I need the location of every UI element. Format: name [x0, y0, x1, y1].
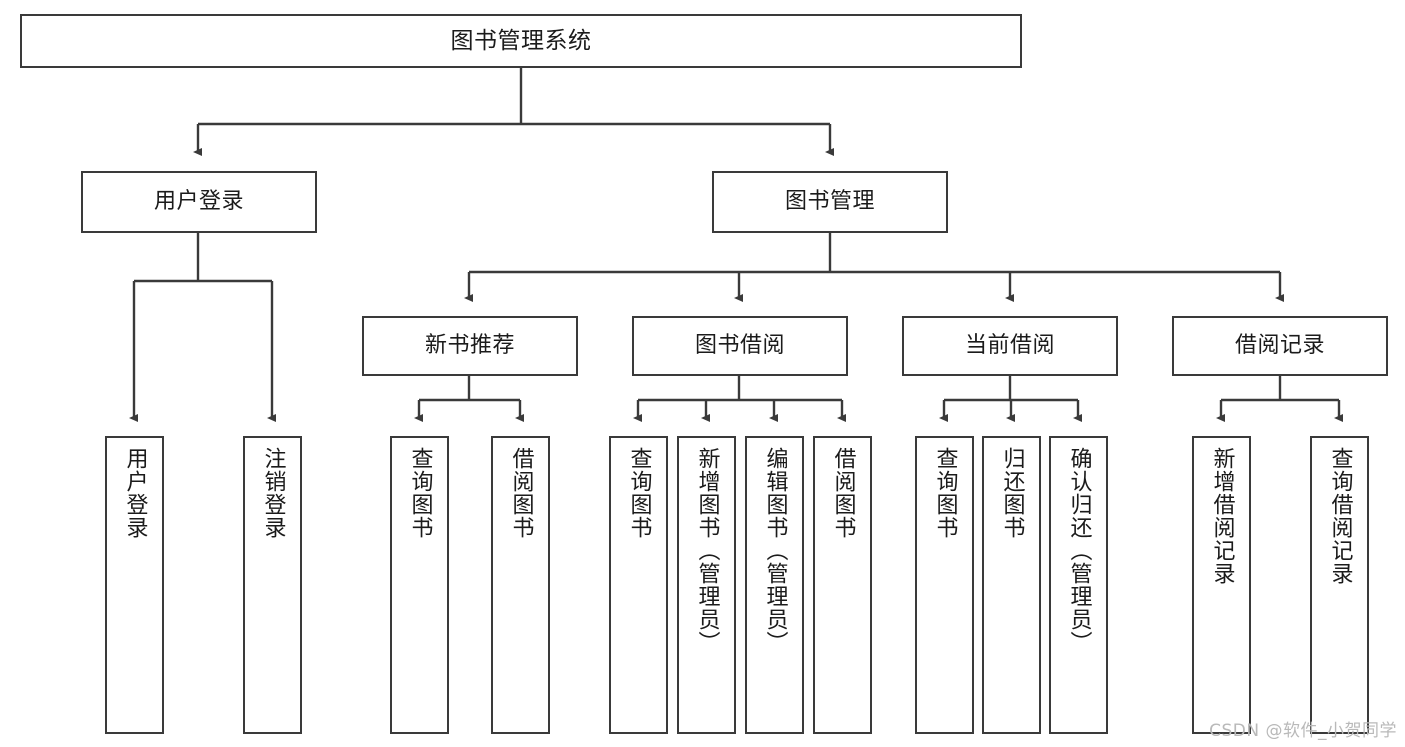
- node-book-borrow-label: 图书借阅: [694, 333, 785, 359]
- node-leaf-edit-book-label: 编辑图书（管理员）: [762, 447, 788, 654]
- node-book-manage-label: 图书管理: [784, 189, 875, 215]
- node-current-borrow[interactable]: 当前借阅: [902, 316, 1118, 376]
- node-leaf-confirm-return-label: 确认归还（管理员）: [1066, 447, 1092, 654]
- node-leaf-query-book-3-label: 查询图书: [932, 447, 958, 539]
- node-leaf-add-book-label: 新增图书（管理员）: [694, 447, 720, 654]
- node-current-borrow-label: 当前借阅: [964, 333, 1055, 359]
- watermark-text: CSDN @软件_小贺同学: [1209, 721, 1397, 741]
- node-leaf-query-record-label: 查询借阅记录: [1327, 447, 1353, 585]
- node-leaf-user-login[interactable]: 用户登录: [105, 436, 164, 734]
- node-leaf-query-book-2-label: 查询图书: [626, 447, 652, 539]
- node-book-manage[interactable]: 图书管理: [712, 171, 948, 233]
- node-leaf-return-book[interactable]: 归还图书: [982, 436, 1041, 734]
- node-new-book-recommend[interactable]: 新书推荐: [362, 316, 578, 376]
- node-leaf-borrow-book-1-label: 借阅图书: [508, 447, 534, 539]
- node-user-login[interactable]: 用户登录: [81, 171, 317, 233]
- node-user-login-label: 用户登录: [153, 189, 244, 215]
- node-borrow-record-label: 借阅记录: [1234, 333, 1325, 359]
- node-leaf-add-record-label: 新增借阅记录: [1209, 447, 1235, 585]
- node-leaf-borrow-book-2-label: 借阅图书: [830, 447, 856, 539]
- node-book-borrow[interactable]: 图书借阅: [632, 316, 848, 376]
- node-new-book-recommend-label: 新书推荐: [424, 333, 515, 359]
- node-leaf-query-book-1[interactable]: 查询图书: [390, 436, 449, 734]
- node-leaf-logout[interactable]: 注销登录: [243, 436, 302, 734]
- node-leaf-add-record[interactable]: 新增借阅记录: [1192, 436, 1251, 734]
- node-borrow-record[interactable]: 借阅记录: [1172, 316, 1388, 376]
- node-leaf-confirm-return[interactable]: 确认归还（管理员）: [1049, 436, 1108, 734]
- node-leaf-logout-label: 注销登录: [260, 447, 286, 539]
- node-leaf-query-book-1-label: 查询图书: [407, 447, 433, 539]
- node-root-label: 图书管理系统: [450, 27, 592, 54]
- node-root[interactable]: 图书管理系统: [20, 14, 1022, 68]
- node-leaf-borrow-book-1[interactable]: 借阅图书: [491, 436, 550, 734]
- node-leaf-edit-book[interactable]: 编辑图书（管理员）: [745, 436, 804, 734]
- node-leaf-query-book-2[interactable]: 查询图书: [609, 436, 668, 734]
- node-leaf-return-book-label: 归还图书: [999, 447, 1025, 539]
- node-leaf-borrow-book-2[interactable]: 借阅图书: [813, 436, 872, 734]
- node-leaf-query-book-3[interactable]: 查询图书: [915, 436, 974, 734]
- node-leaf-query-record[interactable]: 查询借阅记录: [1310, 436, 1369, 734]
- node-leaf-add-book[interactable]: 新增图书（管理员）: [677, 436, 736, 734]
- node-leaf-user-login-label: 用户登录: [122, 447, 148, 539]
